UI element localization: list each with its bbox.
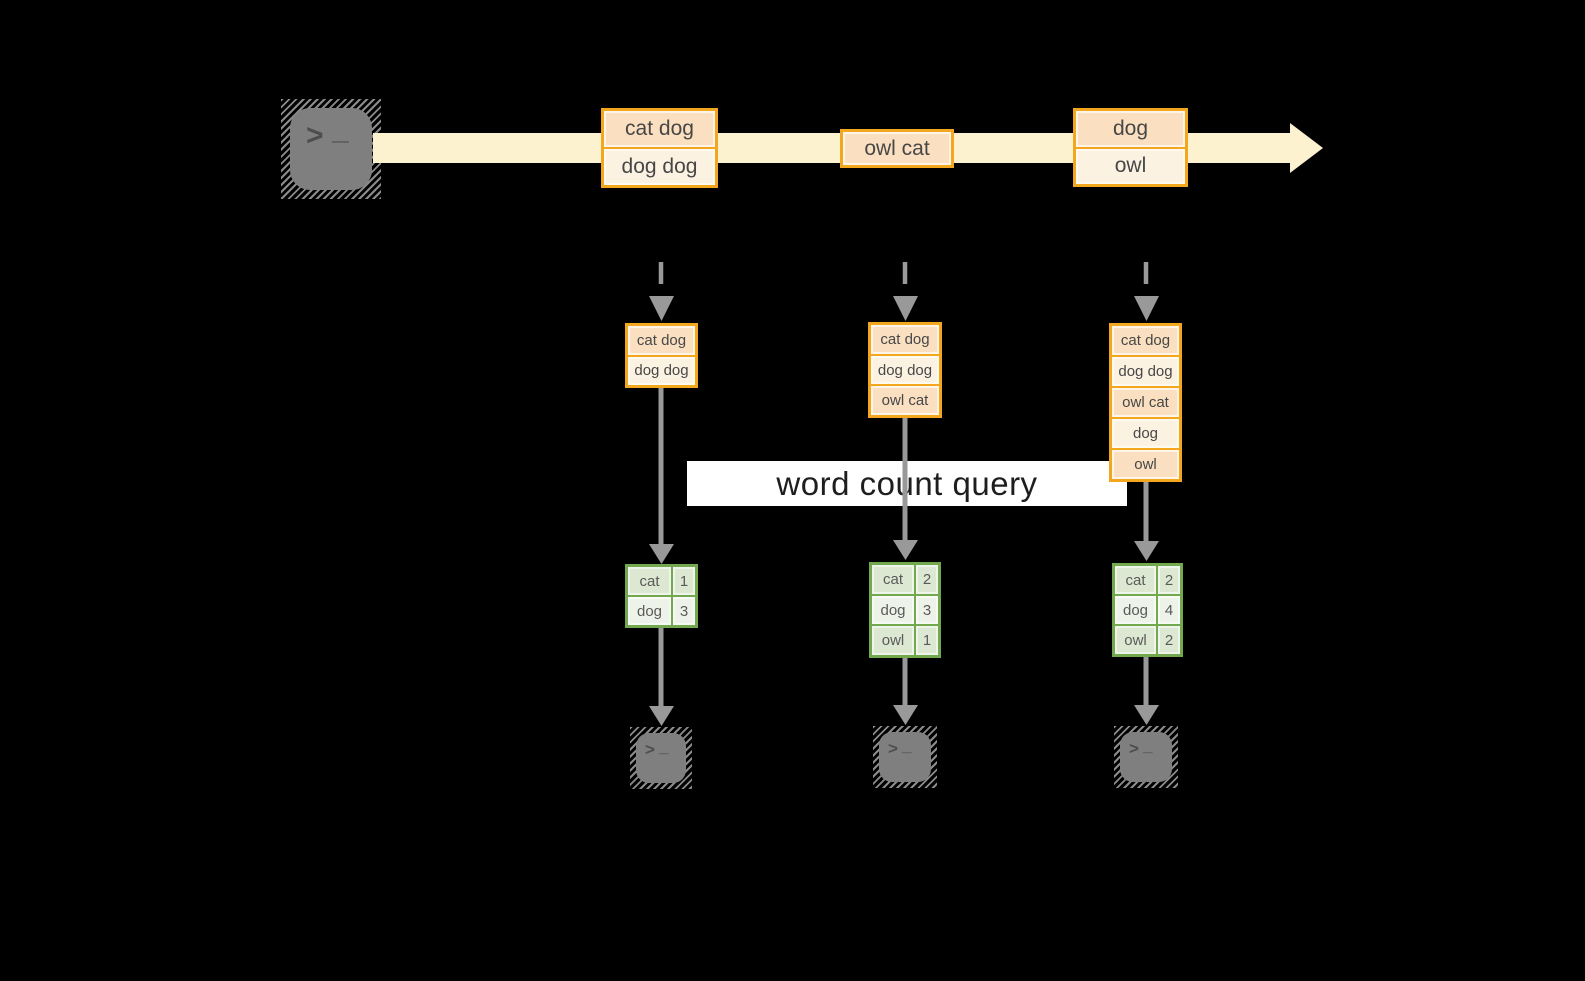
cursor-glyph: _ [1143,736,1153,755]
result-row: cat 2 [872,565,938,594]
result-table-1: cat 1 dog 3 [625,564,698,628]
count-cell: 2 [1158,566,1180,594]
prompt-glyph: > [645,740,655,759]
terminal-screen: > _ [879,732,931,782]
state-line: dog dog [871,355,939,385]
batch-line: owl [1076,148,1185,184]
cursor-glyph: _ [902,736,912,755]
batch-box-3: dog owl [1073,108,1188,187]
stream-arrowhead [1290,123,1323,173]
result-row: cat 2 [1115,566,1180,594]
result-to-sink-arrow-2 [893,658,918,725]
state-box-3: cat dog dog dog owl cat dog owl [1109,323,1182,482]
prompt-glyph: > [1129,739,1139,758]
result-row: dog 3 [872,595,938,625]
count-cell: 2 [916,565,938,594]
state-to-result-arrow-1 [649,388,674,564]
terminal-screen: > _ [290,108,372,190]
sink-terminal-icon-3: > _ [1114,726,1178,788]
batch-line: cat dog [604,111,715,147]
dashed-arrow-1 [649,262,674,321]
state-line: dog dog [628,356,695,385]
word-cell: cat [1115,566,1156,594]
state-box-2: cat dog dog dog owl cat [868,322,942,418]
result-row: owl 2 [1115,626,1180,654]
result-row: dog 3 [628,597,695,625]
count-cell: 2 [1158,626,1180,654]
state-box-1: cat dog dog dog [625,323,698,388]
result-to-sink-arrow-1 [649,628,674,726]
dashed-arrow-3 [1134,262,1159,321]
batch-box-2: owl cat [840,129,954,168]
count-cell: 1 [673,567,695,595]
terminal-screen: > _ [636,733,686,783]
state-line: owl [1112,450,1179,479]
result-table-3: cat 2 dog 4 owl 2 [1112,563,1183,657]
batch-line: dog [1076,111,1185,147]
result-row: owl 1 [872,626,938,656]
batch-box-1: cat dog dog dog [601,108,718,188]
result-table-2: cat 2 dog 3 owl 1 [869,562,941,658]
cursor-glyph: _ [332,113,349,146]
word-cell: cat [872,565,914,594]
terminal-screen: > _ [1120,732,1172,782]
prompt-glyph: > [888,739,898,758]
state-line: dog dog [1112,357,1179,386]
query-label: word count query [776,464,1038,502]
state-to-result-arrow-3 [1134,482,1159,561]
sink-terminal-icon-2: > _ [873,726,937,788]
cursor-glyph: _ [659,737,669,756]
word-cell: owl [1115,626,1156,654]
result-row: dog 4 [1115,596,1180,624]
state-line: cat dog [871,325,939,354]
count-cell: 3 [673,597,695,625]
word-cell: cat [628,567,671,595]
query-label-band: word count query [687,461,1127,506]
batch-line: owl cat [843,132,951,165]
count-cell: 3 [916,595,938,625]
word-cell: owl [872,626,914,656]
word-cell: dog [872,595,914,625]
state-line: owl cat [1112,388,1179,417]
prompt-glyph: > [306,119,324,152]
result-row: cat 1 [628,567,695,595]
count-cell: 4 [1158,596,1180,624]
state-line: cat dog [1112,326,1179,355]
word-cell: dog [628,597,671,625]
sink-terminal-icon-1: > _ [630,727,692,789]
dashed-arrow-2 [893,262,918,321]
result-to-sink-arrow-3 [1134,657,1159,725]
state-line: owl cat [871,386,939,416]
state-line: cat dog [628,326,695,355]
count-cell: 1 [916,626,938,656]
state-line: dog [1112,419,1179,448]
batch-line: dog dog [604,149,715,185]
source-terminal-icon: > _ [281,99,381,199]
word-cell: dog [1115,596,1156,624]
